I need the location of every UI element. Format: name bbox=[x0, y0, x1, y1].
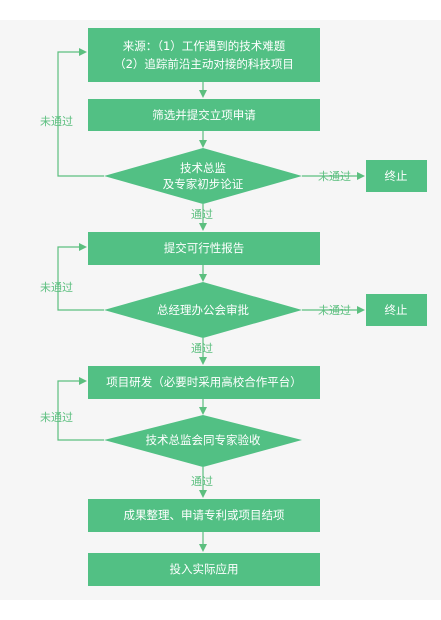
apply-text: 投入实际应用 bbox=[170, 562, 239, 576]
feasibility-text: 提交可行性报告 bbox=[164, 241, 245, 255]
pass-label-3: 通过 bbox=[191, 475, 213, 488]
end-box-2 bbox=[366, 294, 427, 326]
source-text-line2: （2）追踪前沿主动对接的科技项目 bbox=[114, 57, 294, 71]
screen-box bbox=[88, 99, 320, 131]
develop-text: 项目研发（必要时采用高校合作平台） bbox=[106, 375, 302, 389]
loop-back-arrow bbox=[57, 377, 104, 441]
pass-label-1: 通过 bbox=[191, 208, 213, 221]
end-text-2: 终止 bbox=[385, 303, 408, 317]
loop-back-arrow bbox=[57, 48, 104, 177]
approval-text: 总经理办公会审批 bbox=[157, 303, 249, 317]
develop-box bbox=[88, 366, 320, 399]
review-text-line1: 技术总监 bbox=[180, 161, 226, 175]
fail-label-back-1: 未通过 bbox=[40, 115, 73, 128]
summary-box bbox=[88, 499, 320, 532]
fail-label-right-2: 未通过 bbox=[318, 304, 351, 317]
acceptance-text: 技术总监会同专家验收 bbox=[146, 433, 261, 447]
source-text-line1: 来源：（1）工作遇到的技术难题 bbox=[123, 39, 286, 53]
apply-box bbox=[88, 553, 320, 586]
end-box-1 bbox=[366, 160, 427, 192]
review-text-line2: 及专家初步论证 bbox=[163, 177, 244, 191]
source-box bbox=[88, 28, 320, 82]
fail-label-back-3: 未通过 bbox=[40, 411, 73, 424]
fail-label-right-1: 未通过 bbox=[318, 170, 351, 183]
screen-text: 筛选并提交立项申请 bbox=[152, 108, 256, 122]
feasibility-box bbox=[88, 232, 320, 265]
approval-decision bbox=[104, 282, 302, 338]
acceptance-decision bbox=[104, 415, 302, 467]
end-text-1: 终止 bbox=[385, 169, 408, 183]
summary-text: 成果整理、申请专利或项目结项 bbox=[124, 508, 285, 522]
review-decision bbox=[104, 148, 302, 204]
fail-label-back-2: 未通过 bbox=[40, 281, 73, 294]
pass-label-2: 通过 bbox=[191, 342, 213, 355]
loop-back-arrow bbox=[57, 243, 104, 311]
